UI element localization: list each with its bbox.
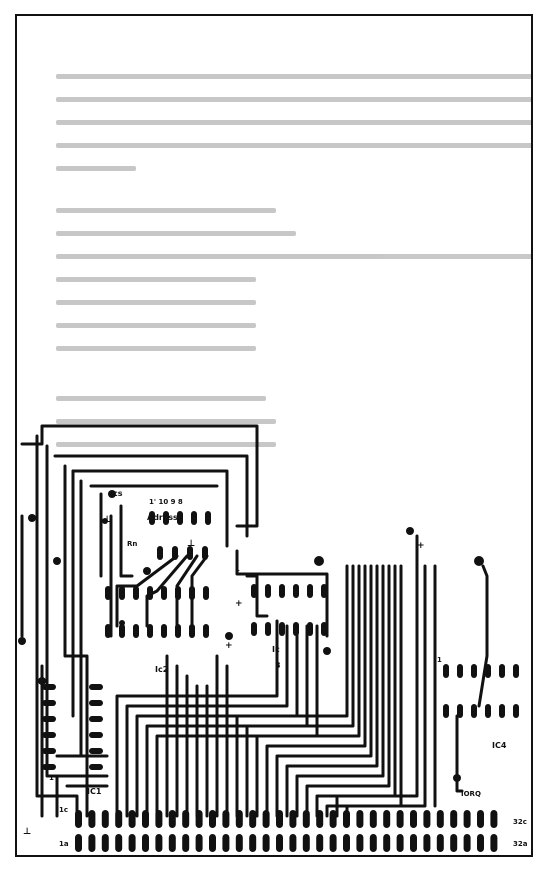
finger-c [410,810,417,828]
finger-c [276,810,283,828]
pcb-layout: cs 1' 10 9 8 Adresse Rn Ic2 Ic 3 IC1 IC4… [18,424,528,852]
label-iorq: IORQ [461,790,481,798]
finger-a [436,834,444,852]
finger-c [369,810,377,828]
finger-c [490,810,498,828]
label-pin1-ic4: 1 [437,656,442,664]
finger-a [369,834,377,852]
ground-symbol-1: ⊥ [103,515,111,525]
finger-a [235,834,243,852]
finger-a [396,834,404,852]
label-pin1-ic1: 1 [49,774,54,782]
finger-c [168,810,176,828]
pcb-pads [18,490,519,782]
finger-a [343,834,350,852]
ground-symbol-2: ⊥ [187,539,195,549]
ground-symbol-3: ⊥ [23,827,31,837]
finger-a [302,834,310,852]
finger-c [209,810,216,828]
finger-a [423,834,431,852]
finger-a [142,834,149,852]
finger-c [450,810,458,828]
label-rn: Rn [127,540,137,548]
finger-c [195,810,203,828]
label-conn-32a: 32a [513,840,528,848]
finger-c [289,810,297,828]
finger-a [356,834,364,852]
label-pin1-ic3: 1 [235,565,240,573]
finger-c [222,810,230,828]
finger-a [289,834,297,852]
finger-a [155,834,163,852]
finger-c [329,810,337,828]
scanned-page: cs 1' 10 9 8 Adresse Rn Ic2 Ic 3 IC1 IC4… [15,14,533,857]
finger-c [316,810,324,828]
finger-c [262,810,270,828]
label-conn-1a: 1a [59,840,69,848]
finger-a [490,834,498,852]
finger-a [101,834,109,852]
faded-text-block [25,42,531,499]
finger-c [477,810,484,828]
finger-c [463,810,471,828]
finger-a [222,834,230,852]
finger-a [209,834,216,852]
edge-connector-row-c [75,810,498,828]
label-adresse: Adresse [147,513,184,522]
finger-a [88,834,96,852]
finger-a [463,834,471,852]
finger-c [302,810,310,828]
finger-a [383,834,391,852]
finger-c [423,810,431,828]
finger-c [235,810,243,828]
finger-a [75,834,82,852]
label-ic2: Ic2 [155,665,168,674]
finger-c [396,810,404,828]
finger-c [115,810,123,828]
finger-c [182,810,190,828]
finger-c [356,810,364,828]
finger-c [101,810,109,828]
finger-a [249,834,257,852]
finger-a [276,834,283,852]
finger-c [142,810,149,828]
finger-a [477,834,484,852]
finger-c [75,810,82,828]
label-ic1: IC1 [87,787,102,796]
label-ic3-bottom: 3 [275,661,281,670]
finger-c [128,810,136,828]
label-conn-32c: 32c [513,818,527,826]
label-plus-1: + [225,641,233,651]
finger-a [316,834,324,852]
label-conn-1c: 1c [59,806,68,814]
finger-c [155,810,163,828]
label-ic3-top: Ic [272,645,280,654]
label-cs: cs [113,489,123,498]
finger-a [168,834,176,852]
finger-a [410,834,417,852]
finger-c [343,810,350,828]
edge-connector-row-a [75,834,498,852]
finger-a [115,834,123,852]
label-ic4: IC4 [492,741,507,750]
finger-c [88,810,96,828]
finger-c [249,810,257,828]
label-plus-2: + [235,599,243,609]
finger-a [329,834,337,852]
label-plus-3: + [417,541,425,551]
finger-a [450,834,458,852]
finger-a [262,834,270,852]
finger-a [182,834,190,852]
faded-text-lines [56,73,531,447]
finger-a [128,834,136,852]
finger-a [195,834,203,852]
label-adresse-bits: 1' 10 9 8 [149,498,183,506]
pcb-traces [20,424,489,818]
finger-c [383,810,391,828]
finger-c [436,810,444,828]
